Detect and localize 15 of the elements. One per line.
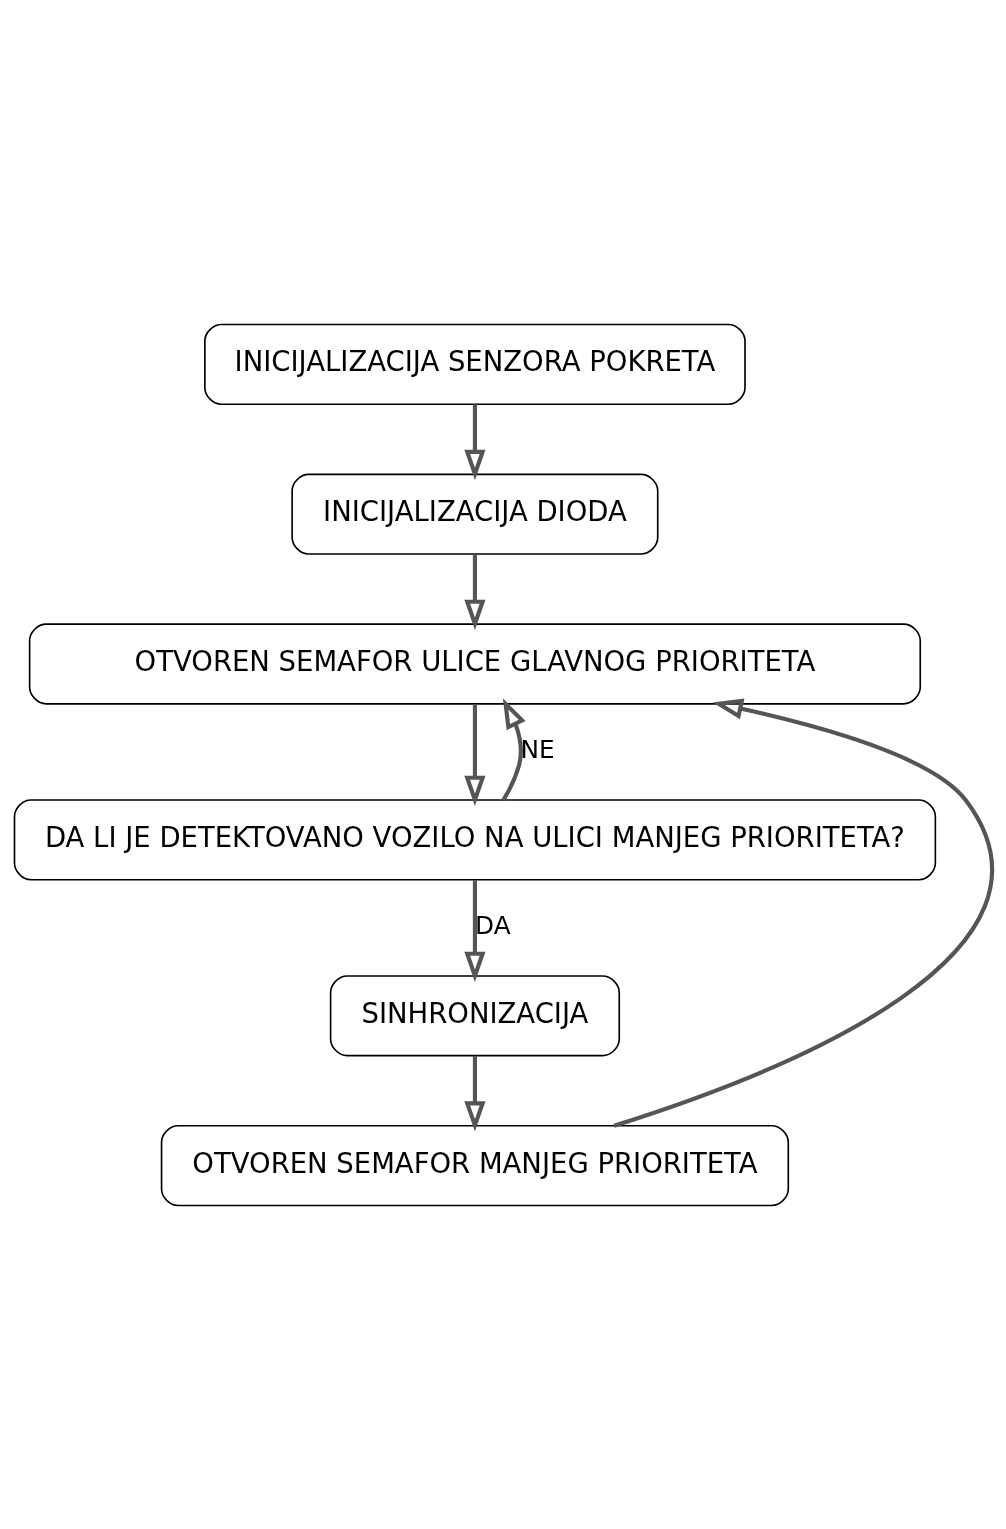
edge-label: NE bbox=[519, 734, 555, 764]
node-box: INICIJALIZACIJA SENZORA POKRETA bbox=[203, 323, 746, 405]
arrow bbox=[463, 553, 486, 630]
arrow bbox=[613, 698, 993, 1128]
arrow bbox=[501, 697, 526, 801]
node-box: INICIJALIZACIJA DIODA bbox=[290, 473, 659, 555]
node-box: SINHRONIZACIJA bbox=[329, 974, 620, 1056]
node-box: OTVOREN SEMAFOR ULICE GLAVNOG PRIORITETA bbox=[28, 622, 921, 705]
node-box: DA LI JE DETEKTOVANO VOZILO NA ULICI MANJEG PRIORITETA? bbox=[13, 798, 936, 881]
arrow bbox=[463, 403, 486, 480]
arrow bbox=[463, 703, 486, 806]
arrow bbox=[463, 1055, 486, 1132]
arrow bbox=[463, 879, 486, 982]
edge-label: DA bbox=[474, 910, 511, 940]
node-box: OTVOREN SEMAFOR MANJEG PRIORITETA bbox=[160, 1124, 789, 1206]
